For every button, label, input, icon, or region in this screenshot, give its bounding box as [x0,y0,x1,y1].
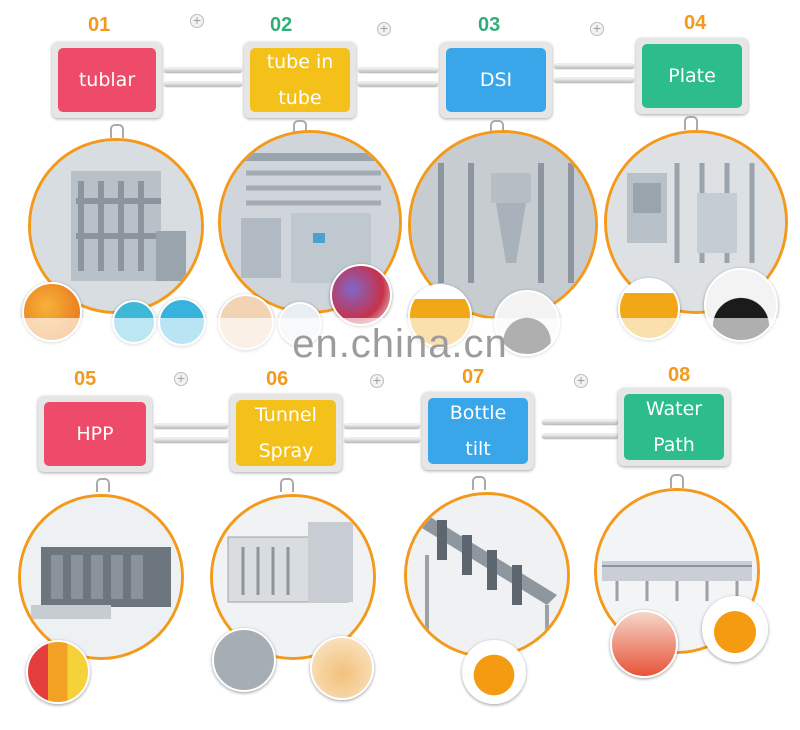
step-card-tublar: tublar [52,42,162,118]
orange-juice-bottle-thumbnail [462,640,526,704]
step-card-tunnel-spray: Tunnel Spray [230,394,342,472]
step-number-02: 02 [270,14,293,36]
step-number-07: 07 [462,366,485,388]
step-number-08: 08 [668,364,691,386]
plus-icon: + [190,14,204,28]
step-number-03: 03 [478,14,501,36]
bottle-tilt-conveyor-photo [404,492,570,658]
hanger-hook [684,116,698,130]
step-label: DSI [446,48,546,112]
hanger-hook [670,474,684,488]
step-label: Tunnel Spray [236,400,336,466]
connector-pipe [154,424,228,446]
plus-icon: + [174,372,188,386]
plus-icon: + [574,374,588,388]
step-number-01: 01 [88,14,111,36]
plus-icon: + [377,22,391,36]
step-card-tube-in-tube: tube in tube [244,42,356,118]
connector-pipe [554,64,634,86]
step-card-hpp: HPP [38,396,152,472]
tunnel-spray-photo [210,494,376,660]
connector-pipe [164,68,242,90]
juice-splash-thumbnail [310,636,374,700]
hanger-hook [96,478,110,492]
step-label: Plate [642,44,742,108]
hanger-hook [280,478,294,492]
hanger-hook [110,124,124,138]
step-number-05: 05 [74,368,97,390]
step-label: HPP [44,402,146,466]
plus-icon: + [590,22,604,36]
step-number-06: 06 [266,368,289,390]
step-card-plate: Plate [636,38,748,114]
step-card-bottle-tilt: Bottle tilt [422,392,534,470]
orange-juice-bottle-thumbnail [702,596,768,662]
hanger-hook [293,120,307,134]
juice-pouch-thumbnail [610,610,678,678]
tubular-sterilizer-photo [28,138,204,314]
step-card-dsi: DSI [440,42,552,118]
step-label: Bottle tilt [428,398,528,464]
step-number-04: 04 [684,12,707,34]
connector-pipe [344,424,420,446]
connector-pipe [358,68,438,90]
hpp-machine-photo [18,494,184,660]
watermark-band [0,318,800,368]
watermark-text: en.china.cn [292,322,508,366]
juice-bottles-thumbnail [26,640,90,704]
step-label: tublar [58,48,156,112]
plus-icon: + [370,374,384,388]
step-card-water-path: Water Path [618,388,730,466]
hanger-hook [490,120,504,134]
step-label: tube in tube [250,48,350,112]
bottling-line-thumbnail [212,628,276,692]
connector-pipe [542,420,618,442]
step-label: Water Path [624,394,724,460]
berries-thumbnail [330,264,392,326]
hanger-hook [472,476,486,490]
